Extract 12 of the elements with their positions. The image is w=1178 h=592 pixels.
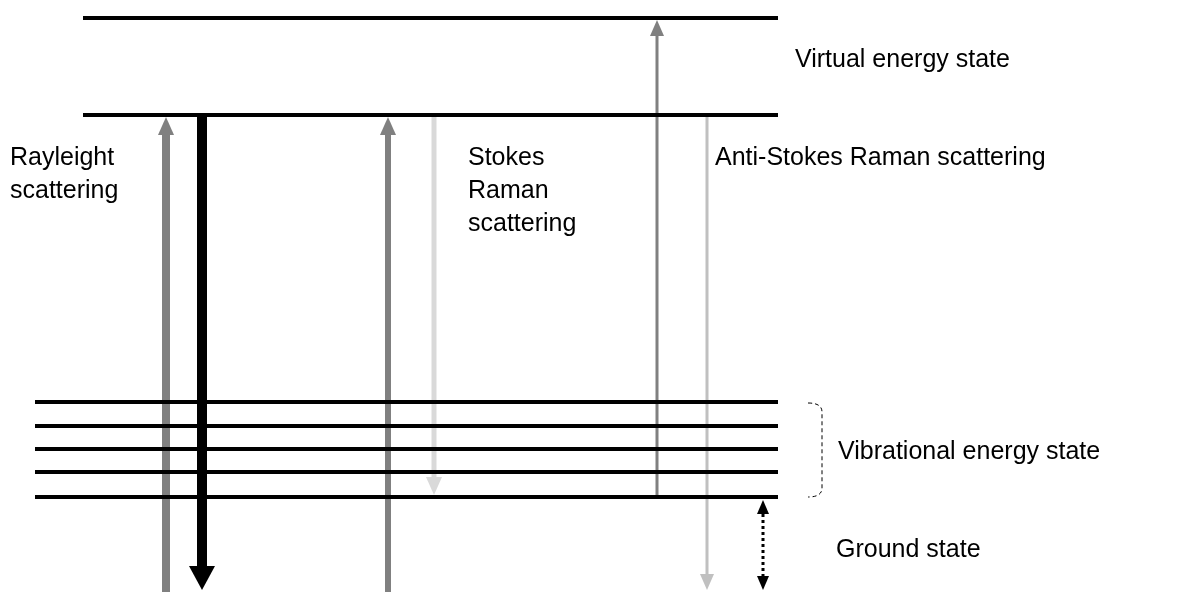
arrow bbox=[189, 117, 215, 590]
state-label: Virtual energy state bbox=[795, 43, 1010, 74]
state-label: Ground state bbox=[836, 533, 981, 564]
arrow bbox=[700, 117, 714, 590]
scattering-label: Rayleight scattering bbox=[10, 141, 120, 205]
scattering-label: Stokes Raman scattering bbox=[468, 141, 578, 238]
arrow bbox=[426, 117, 442, 495]
arrow bbox=[380, 117, 396, 592]
state-label: Vibrational energy state bbox=[838, 435, 1101, 466]
arrow bbox=[650, 20, 664, 495]
scattering-label: Anti-Stokes Raman scattering bbox=[715, 141, 1046, 172]
arrow bbox=[158, 117, 174, 592]
